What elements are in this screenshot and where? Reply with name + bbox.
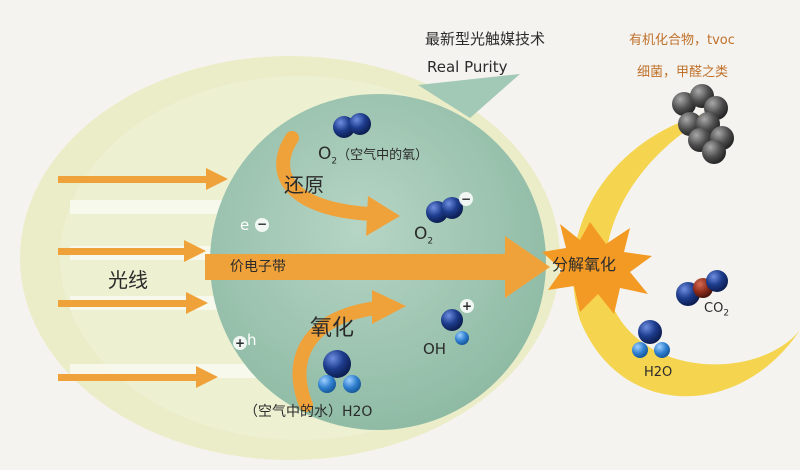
hole-charge-circle [233,336,247,350]
valence-band-label: 价电子带 [230,259,286,275]
co2-symbol: CO [704,301,724,316]
pollutant-crescent [572,110,800,397]
valence-band-arrow [205,236,550,298]
light-label: 光线 [108,268,148,292]
water-molecule [318,350,361,393]
oxidation-label: 氧化 [310,316,355,341]
o2-top-note: （空气中的氧） [337,148,429,163]
water-label: （空气中的水）H2O [244,404,373,420]
o2-mid-symbol: O [414,224,428,244]
o2-charge-circle [459,192,473,206]
oxidation-arrow [292,301,383,412]
o2-mid-label: O2 [414,226,433,246]
electron-charge-circle [255,218,269,232]
h2o-product-molecule [632,320,670,358]
callout-line-1: 最新型光触媒技术 [425,30,546,48]
o2-molecule-mid [426,197,463,223]
pollutant-line-2: 细菌，甲醛之类 [637,65,729,80]
hole-sign: + [235,336,246,350]
co2-sub: 2 [723,308,730,319]
o2-molecule-top [333,113,371,138]
callout-line-2: Real Purity [427,58,508,76]
o2-mid-sub: 2 [427,236,434,247]
h2o-product-label: H2O [644,365,673,380]
o2-top-label: O2（空气中的氧） [318,146,428,166]
co2-label: CO2 [704,302,729,319]
oh-molecule [441,309,469,345]
co2-molecule [676,270,728,306]
pollutant-cluster [672,84,734,164]
oh-charge-circle [460,299,474,313]
electron-symbol: e [240,216,250,234]
reduction-arrow [276,131,379,221]
light-arrows [58,168,228,388]
oh-sign: + [462,299,473,313]
o2-top-symbol: O [318,144,332,164]
oh-label: OH [423,340,447,358]
o2-mid-sign: − [461,192,472,206]
decompose-label: 分解氧化 [552,255,617,274]
pollutant-line-1: 有机化合物，tvoc [629,33,735,48]
reduction-label: 还原 [284,173,324,197]
callout-tail [418,74,520,118]
electron-sign: − [257,217,268,231]
o2-top-sub: 2 [331,156,338,167]
hole-symbol: h [247,331,257,349]
decompose-burst [542,222,652,314]
